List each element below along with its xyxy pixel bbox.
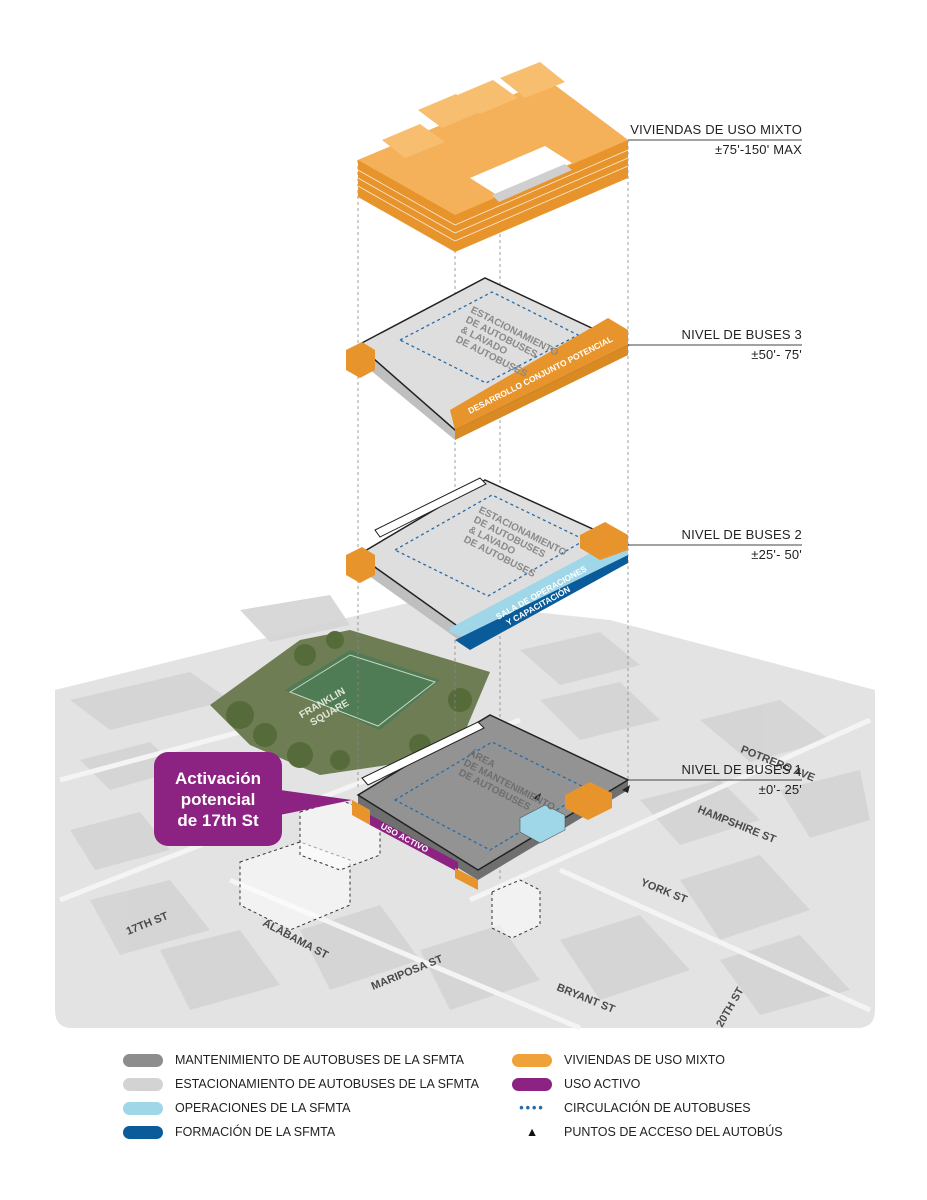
legend-swatch (123, 1125, 163, 1139)
bus-level-2-plate: SALA DE OPERACIONES Y CAPACITACIÓN ESTAC… (346, 477, 630, 650)
aerial-map: FRANKLIN SQUARE POTRERO AVE HAMPSHIRE ST… (55, 595, 875, 1031)
legend-item: FORMACIÓN DE LA SFMTA (123, 1120, 479, 1144)
bus-level-3-plate: DESARROLLO CONJUNTO POTENCIAL ESTACIONAM… (346, 277, 630, 440)
legend-swatch (123, 1053, 163, 1067)
label-level3-height: ±50'- 75' (751, 347, 802, 362)
label-mixed-use-title: VIVIENDAS DE USO MIXTO (630, 122, 802, 137)
label-level2-height: ±25'- 50' (751, 547, 802, 562)
label-mixed-use-height: ±75'-150' MAX (715, 142, 802, 157)
legend-item: USO ACTIVO (512, 1072, 783, 1096)
legend-label: OPERACIONES DE LA SFMTA (175, 1101, 351, 1115)
legend-left: MANTENIMIENTO DE AUTOBUSES DE LA SFMTA E… (123, 1048, 479, 1144)
legend-label: PUNTOS DE ACCESO DEL AUTOBÚS (564, 1125, 783, 1139)
label-level1-title: NIVEL DE BUSES 1 (682, 762, 803, 777)
activation-callout: Activación potencial de 17th St (154, 752, 282, 846)
legend-swatch (512, 1053, 552, 1067)
legend-swatch (123, 1101, 163, 1115)
callout-line-3: de 17th St (177, 810, 259, 830)
callout-line-2: potencial (180, 789, 256, 809)
mixed-use-housing-block (357, 62, 629, 252)
callout-pointer (280, 790, 352, 815)
legend-label: ESTACIONAMIENTO DE AUTOBUSES DE LA SFMTA (175, 1077, 479, 1091)
legend-swatch (512, 1077, 552, 1091)
legend-label: MANTENIMIENTO DE AUTOBUSES DE LA SFMTA (175, 1053, 464, 1067)
legend-label: FORMACIÓN DE LA SFMTA (175, 1125, 336, 1139)
legend-item: MANTENIMIENTO DE AUTOBUSES DE LA SFMTA (123, 1048, 479, 1072)
legend-item: •••• CIRCULACIÓN DE AUTOBUSES (512, 1096, 783, 1120)
legend-item: OPERACIONES DE LA SFMTA (123, 1096, 479, 1120)
legend-item: ▲ PUNTOS DE ACCESO DEL AUTOBÚS (512, 1120, 783, 1144)
leader-lines (628, 139, 802, 781)
callout-line-1: Activación (175, 768, 261, 788)
legend-right: VIVIENDAS DE USO MIXTO USO ACTIVO •••• C… (512, 1048, 783, 1144)
legend-swatch (123, 1077, 163, 1091)
legend-label: VIVIENDAS DE USO MIXTO (564, 1053, 725, 1067)
legend-label: CIRCULACIÓN DE AUTOBUSES (564, 1101, 751, 1115)
label-level3-title: NIVEL DE BUSES 3 (682, 327, 803, 342)
legend-item: VIVIENDAS DE USO MIXTO (512, 1048, 783, 1072)
circulation-dots-icon: •••• (519, 1101, 545, 1115)
legend-label: USO ACTIVO (564, 1077, 641, 1091)
legend-item: ESTACIONAMIENTO DE AUTOBUSES DE LA SFMTA (123, 1072, 479, 1096)
access-triangle-icon: ▲ (525, 1125, 539, 1139)
level-labels: VIVIENDAS DE USO MIXTO ±75'-150' MAX NIV… (630, 122, 802, 797)
label-level1-height: ±0'- 25' (759, 782, 802, 797)
label-level2-title: NIVEL DE BUSES 2 (682, 527, 803, 542)
bus-level-1-plate: USO ACTIVO ÁREA DE MANTENIMIENTO DE AUTO… (352, 714, 630, 890)
